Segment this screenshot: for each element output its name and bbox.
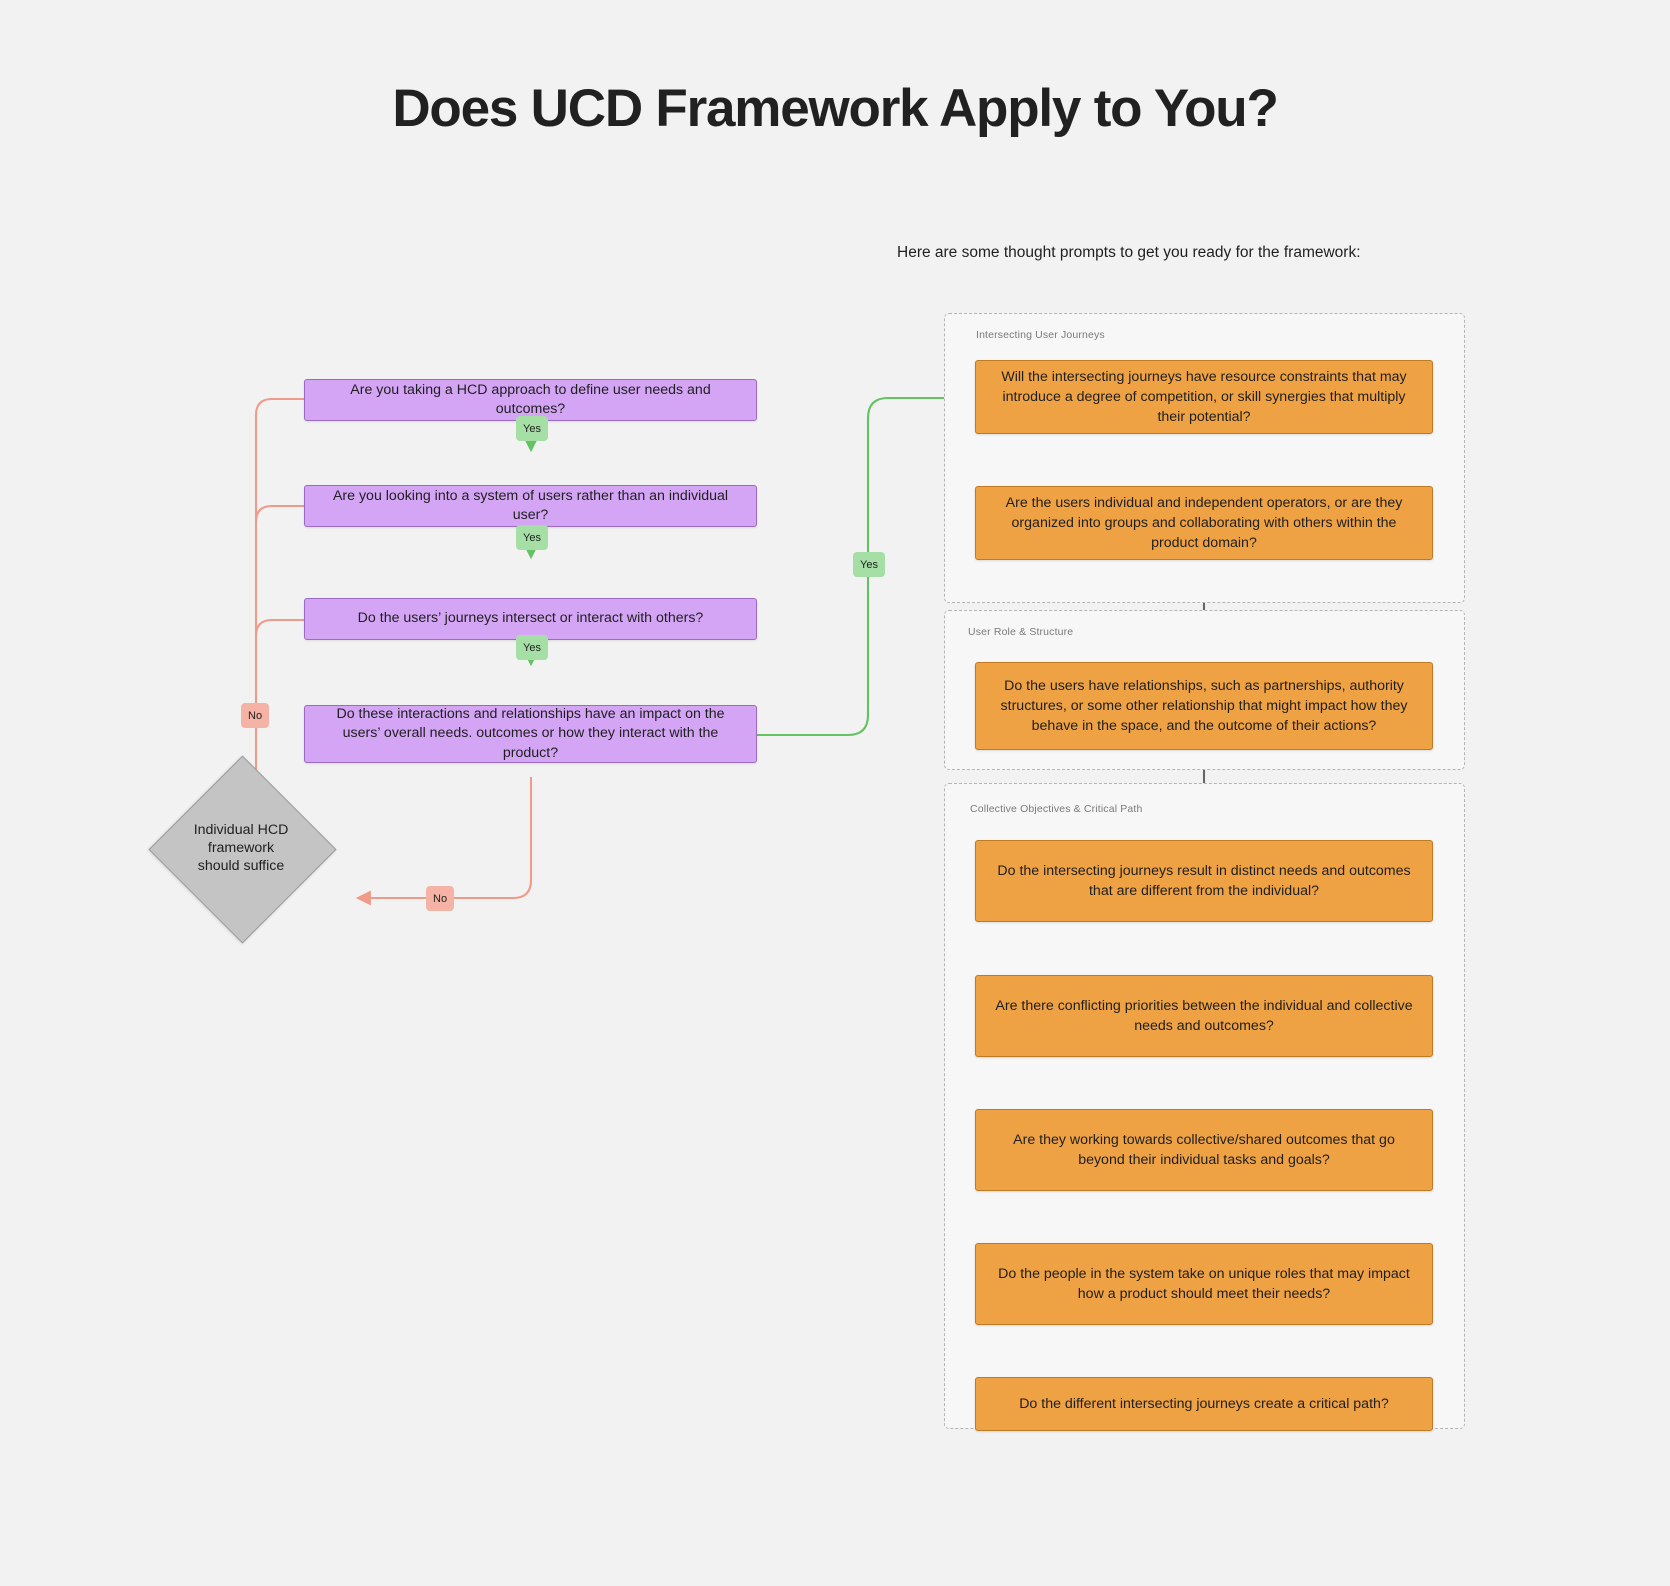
prompt-group-2-label: User Role & Structure bbox=[968, 626, 1074, 638]
prompt-node-1-2-label: Are the users individual and independent… bbox=[1005, 494, 1403, 552]
prompt-node-3-4[interactable]: Do the people in the system take on uniq… bbox=[975, 1243, 1433, 1325]
decision-node-4-label: Do these interactions and relationships … bbox=[336, 706, 725, 761]
decision-node-2[interactable]: Are you looking into a system of users r… bbox=[304, 485, 757, 527]
decision-node-4[interactable]: Do these interactions and relationships … bbox=[304, 705, 757, 763]
prompt-group-3-label: Collective Objectives & Critical Path bbox=[970, 803, 1143, 815]
decision-node-3[interactable]: Do the users’ journeys intersect or inte… bbox=[304, 598, 757, 640]
prompt-group-1-label: Intersecting User Journeys bbox=[976, 329, 1105, 341]
edge-label-yes-2: Yes bbox=[516, 525, 548, 550]
edge-label-yes-3: Yes bbox=[516, 635, 548, 660]
prompt-node-3-3[interactable]: Are they working towards collective/shar… bbox=[975, 1109, 1433, 1191]
decision-node-1-label: Are you taking a HCD approach to define … bbox=[350, 381, 711, 417]
edge-label-yes-1-text: Yes bbox=[523, 422, 541, 435]
edge-label-yes-to-prompts: Yes bbox=[853, 552, 885, 577]
prompts-intro-text: Here are some thought prompts to get you… bbox=[897, 244, 1361, 261]
edge-label-no-left-text: No bbox=[248, 709, 263, 722]
decision-node-1[interactable]: Are you taking a HCD approach to define … bbox=[304, 379, 757, 421]
prompt-node-1-1-label: Will the intersecting journeys have reso… bbox=[1001, 368, 1407, 426]
prompt-node-3-3-label: Are they working towards collective/shar… bbox=[1013, 1131, 1395, 1168]
edge-label-no-bottom: No bbox=[426, 886, 455, 911]
prompt-node-3-2-label: Are there conflicting priorities between… bbox=[995, 997, 1413, 1034]
prompt-node-2-1[interactable]: Do the users have relationships, such as… bbox=[975, 662, 1433, 750]
edge-label-yes-2-text: Yes bbox=[523, 531, 541, 544]
prompt-node-1-1[interactable]: Will the intersecting journeys have reso… bbox=[975, 360, 1433, 434]
no-edge-d4-terminal bbox=[355, 777, 533, 906]
prompt-node-3-5-label: Do the different intersecting journeys c… bbox=[1019, 1395, 1389, 1412]
terminal-node-individual-hcd[interactable]: Individual HCD framework should suffice bbox=[147, 754, 337, 944]
prompt-node-3-2[interactable]: Are there conflicting priorities between… bbox=[975, 975, 1433, 1057]
edge-label-yes-3-text: Yes bbox=[523, 641, 541, 654]
edge-label-yes-1: Yes bbox=[516, 416, 548, 441]
prompt-node-3-5[interactable]: Do the different intersecting journeys c… bbox=[975, 1377, 1433, 1431]
edge-label-yes-to-prompts-text: Yes bbox=[860, 558, 878, 571]
prompt-node-2-1-label: Do the users have relationships, such as… bbox=[1000, 677, 1408, 735]
prompt-node-3-1[interactable]: Do the intersecting journeys result in d… bbox=[975, 840, 1433, 922]
terminal-node-label: Individual HCD framework should suffice bbox=[193, 821, 289, 875]
edge-label-no-left: No bbox=[241, 703, 270, 728]
edge-label-no-bottom-text: No bbox=[433, 892, 448, 905]
page-title: Does UCD Framework Apply to You? bbox=[392, 79, 1278, 138]
prompt-node-3-4-label: Do the people in the system take on uniq… bbox=[998, 1265, 1410, 1302]
decision-node-2-label: Are you looking into a system of users r… bbox=[332, 487, 729, 523]
prompt-node-3-1-label: Do the intersecting journeys result in d… bbox=[997, 862, 1411, 899]
prompt-node-1-2[interactable]: Are the users individual and independent… bbox=[975, 486, 1433, 560]
decision-node-3-label: Do the users’ journeys intersect or inte… bbox=[357, 610, 704, 627]
